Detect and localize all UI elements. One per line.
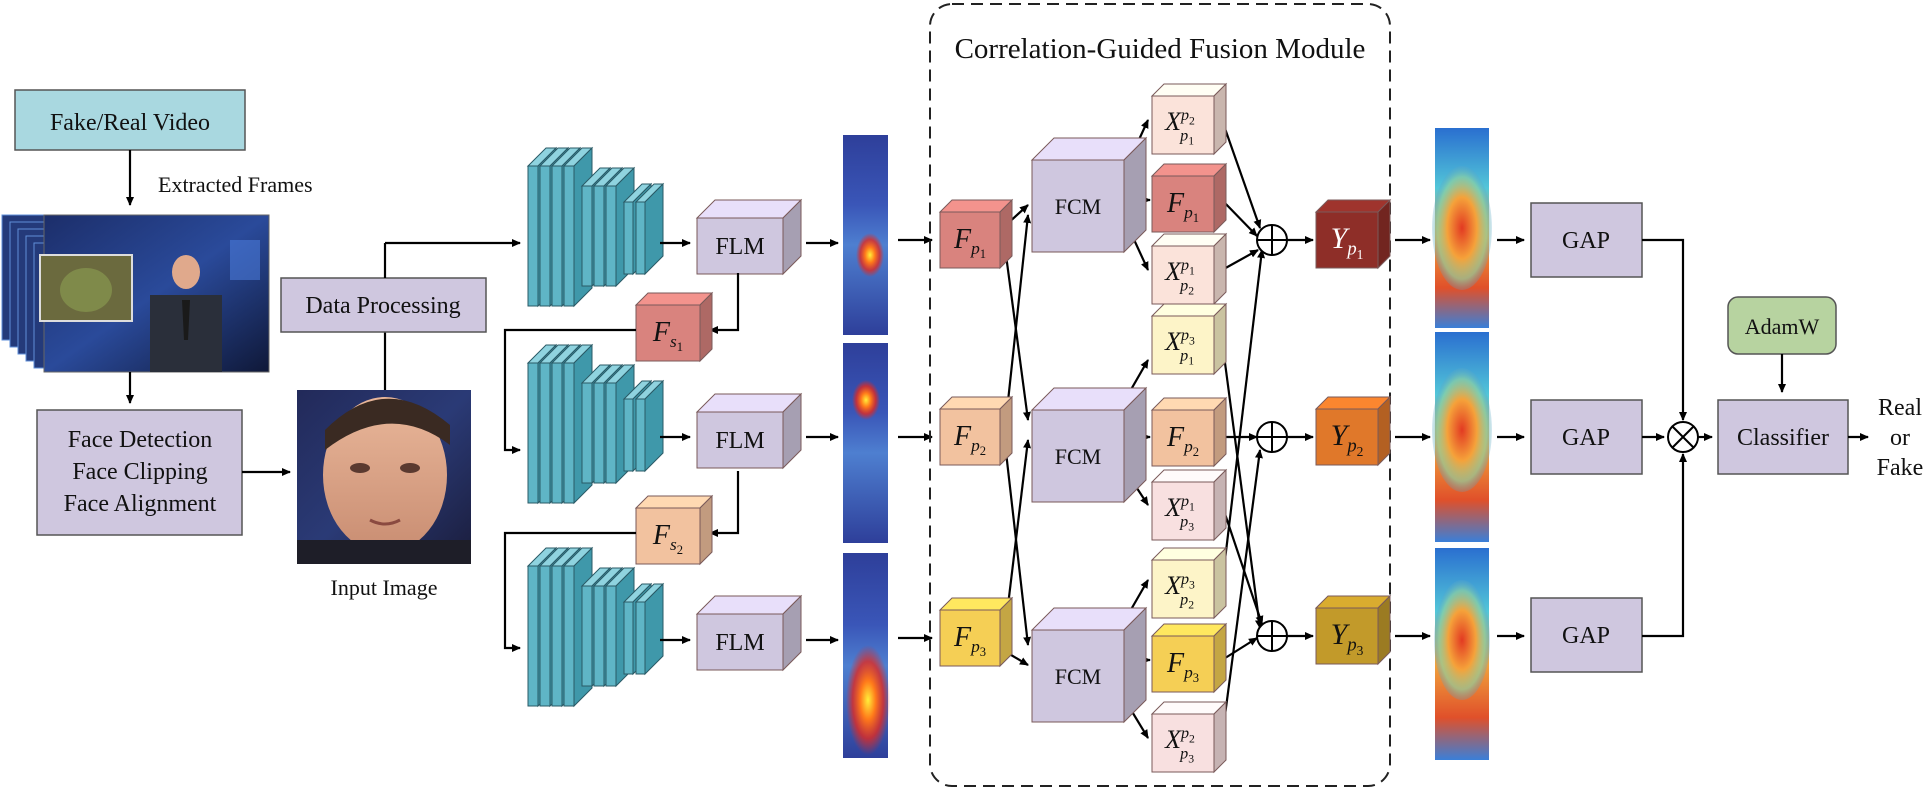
y-output-cube-1: Yp1 <box>1314 198 1392 270</box>
svg-text:FCM: FCM <box>1055 194 1101 219</box>
svg-text:Fp2: Fp2 <box>1166 422 1199 459</box>
video-source-box: Fake/Real Video <box>14 89 246 151</box>
svg-text:Real: Real <box>1878 395 1922 421</box>
backbone-stack-3 <box>526 546 665 708</box>
svg-text:GAP: GAP <box>1562 623 1610 649</box>
fusion-module-frame <box>929 3 1391 787</box>
svg-text:FCM: FCM <box>1055 664 1101 689</box>
f-input-cube-3: Fp3 <box>938 596 1014 668</box>
svg-text:FLM: FLM <box>715 428 764 454</box>
fs-cube-2: Fs2 <box>634 494 714 566</box>
real-or-fake-output: Real or Fake <box>1877 395 1924 481</box>
svg-text:Data Processing: Data Processing <box>305 293 460 319</box>
data-processing-box: Data Processing <box>280 277 487 333</box>
svg-text:Yp1: Yp1 <box>1331 222 1364 262</box>
y-output-cube-3: Yp3 <box>1314 594 1392 666</box>
svg-text:Fake: Fake <box>1877 455 1924 481</box>
classifier-box: Classifier <box>1717 399 1849 475</box>
flm-heatmap-3 <box>843 553 890 758</box>
fs-cube-1: Fs1 <box>634 291 714 363</box>
svg-text:Fake/Real Video: Fake/Real Video <box>50 110 210 136</box>
flm-heatmap-2 <box>843 343 888 543</box>
fused-heatmap-1 <box>1432 128 1492 328</box>
fused-heatmap-3 <box>1434 548 1490 760</box>
svg-text:Yp3: Yp3 <box>1331 618 1364 658</box>
input-face-image <box>297 390 471 564</box>
svg-text:Yp2: Yp2 <box>1331 419 1364 459</box>
y-output-cube-2: Yp2 <box>1314 395 1392 467</box>
svg-text:Fs1: Fs1 <box>652 317 683 354</box>
f-middle-cube-1: Fp1 <box>1150 162 1228 234</box>
svg-text:Fp1: Fp1 <box>953 224 986 261</box>
add-node-2 <box>1256 421 1288 453</box>
backbone-stack-2 <box>526 343 665 505</box>
input-image-label: Input Image <box>331 575 438 600</box>
fcm-box-3: FCM <box>1030 606 1148 724</box>
fcm-box-1: FCM <box>1030 136 1148 254</box>
backbone-stack-1 <box>526 146 665 308</box>
extracted-frames-label: Extracted Frames <box>158 172 313 197</box>
optimizer-box: AdamW <box>1727 296 1837 355</box>
video-frames-stack <box>1 214 270 373</box>
svg-text:Classifier: Classifier <box>1737 425 1829 451</box>
svg-text:Face Detection: Face Detection <box>68 427 213 453</box>
add-node-3 <box>1256 620 1288 652</box>
svg-text:AdamW: AdamW <box>1745 314 1820 339</box>
svg-text:or: or <box>1890 425 1910 451</box>
svg-text:Fp2: Fp2 <box>953 421 986 458</box>
f-input-cube-2: Fp2 <box>938 395 1014 467</box>
svg-text:Face Alignment: Face Alignment <box>64 491 217 517</box>
f-input-cube-1: Fp1 <box>938 198 1014 270</box>
add-node-1 <box>1256 224 1288 256</box>
face-preprocessing-box: Face Detection Face Clipping Face Alignm… <box>36 409 243 536</box>
svg-text:Fp3: Fp3 <box>1166 648 1199 685</box>
gap-box-3: GAP <box>1530 597 1643 673</box>
gap-box-2: GAP <box>1530 399 1643 475</box>
svg-text:FLM: FLM <box>715 630 764 656</box>
f-middle-cube-3: Fp3 <box>1150 622 1228 694</box>
flm-box-1: FLM <box>695 198 803 276</box>
svg-text:Fp3: Fp3 <box>953 622 986 659</box>
svg-text:FLM: FLM <box>715 234 764 260</box>
fcm-box-2: FCM <box>1030 386 1148 504</box>
svg-text:GAP: GAP <box>1562 425 1610 451</box>
svg-text:FCM: FCM <box>1055 444 1101 469</box>
svg-text:Face Clipping: Face Clipping <box>72 459 207 485</box>
fused-heatmap-2 <box>1432 332 1492 542</box>
multiply-node <box>1667 421 1699 453</box>
svg-text:Fp1: Fp1 <box>1166 188 1199 225</box>
svg-text:Fs2: Fs2 <box>652 520 683 557</box>
flm-box-3: FLM <box>695 594 803 672</box>
gap-box-1: GAP <box>1530 202 1643 278</box>
f-middle-cube-2: Fp2 <box>1150 396 1228 468</box>
svg-text:GAP: GAP <box>1562 228 1610 254</box>
flm-box-2: FLM <box>695 392 803 470</box>
fusion-module-title: Correlation-Guided Fusion Module <box>955 33 1366 65</box>
flm-heatmap-1 <box>843 135 888 335</box>
